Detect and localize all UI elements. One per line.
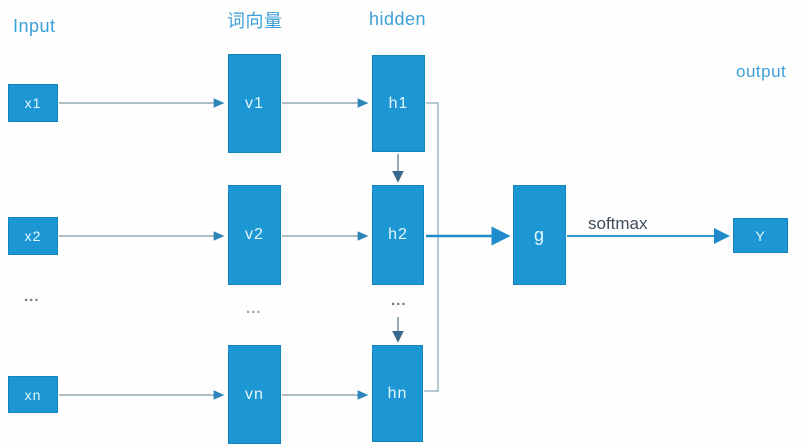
- label-input: Input: [13, 16, 56, 36]
- connector-h1-hn-side: [424, 102, 439, 392]
- node-v1: v1: [228, 54, 281, 153]
- node-v2: v2: [228, 185, 281, 285]
- node-y: Y: [733, 218, 788, 253]
- node-g: g: [513, 185, 566, 285]
- node-vn: vn: [228, 345, 281, 444]
- label-hidden: hidden: [369, 9, 427, 29]
- ellipsis-hidden: ...: [391, 292, 407, 309]
- node-x1: x1: [8, 84, 58, 122]
- node-xn: xn: [8, 376, 58, 413]
- node-hn: hn: [372, 345, 423, 442]
- node-x2: x2: [8, 217, 58, 255]
- label-word-vector: 词向量: [227, 11, 283, 31]
- node-h2: h2: [372, 185, 424, 285]
- label-output: output: [736, 62, 787, 81]
- label-softmax: softmax: [588, 214, 648, 233]
- node-h1: h1: [372, 55, 425, 152]
- ellipsis-input: ...: [24, 288, 40, 305]
- ellipsis-vector: ...: [246, 300, 262, 317]
